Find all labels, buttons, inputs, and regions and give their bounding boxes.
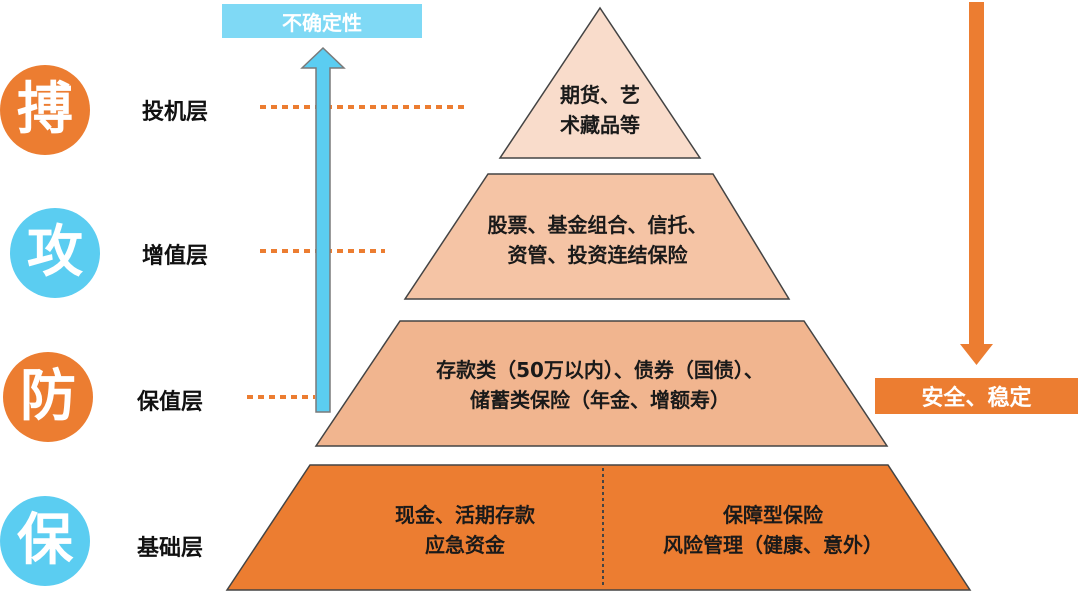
tier-speculation [498,6,702,159]
uncertainty-tag: 不确定性 [222,4,422,38]
tier-line: 储蓄类保险（年金、增额寿） [470,388,730,412]
uncertainty-arrow [300,46,346,413]
tier-text-preservation: 存款类（50万以内）、债券（国债）、 储蓄类保险（年金、增额寿） [340,355,860,415]
tier-line: 期货、艺 [560,83,640,107]
tier-line: 应急资金 [425,533,505,557]
tier-foundation [225,464,972,591]
glyph-speculation: 搏 [17,77,73,142]
layer-label-growth: 增值层 [142,244,209,269]
tier-text-speculation: 期货、艺 术藏品等 [500,80,700,140]
glyph-circle-speculation: 搏 [0,65,90,155]
layer-label-speculation: 投机层 [142,100,209,125]
tier-growth [403,173,791,300]
tier-line: 现金、活期存款 [395,503,535,527]
layer-label-foundation: 基础层 [137,536,204,561]
tier-text-foundation-left: 现金、活期存款 应急资金 [330,500,600,560]
glyph-circle-foundation: 保 [0,496,90,586]
tier-line: 股票、基金组合、信托、 [487,213,708,237]
tier-line: 术藏品等 [560,113,640,137]
glyph-circle-growth: 攻 [10,208,100,298]
glyph-preservation: 防 [20,364,76,429]
tier-line: 资管、投资连结保险 [507,243,688,267]
safety-arrow-head [960,344,993,365]
glyph-growth: 攻 [27,220,83,285]
tier-text-foundation-right: 保障型保险 风险管理（健康、意外） [608,500,938,560]
safety-tag: 安全、稳定 [875,378,1078,414]
safety-arrow-shaft [969,2,984,346]
tier-line: 保障型保险 [723,503,823,527]
tier-text-growth: 股票、基金组合、信托、 资管、投资连结保险 [420,210,775,270]
layer-label-preservation: 保值层 [137,390,204,415]
tier-preservation [314,320,889,447]
tier-line: 存款类（50万以内）、债券（国债）、 [436,358,764,382]
tier-line: 风险管理（健康、意外） [663,533,883,557]
glyph-circle-preservation: 防 [3,352,93,442]
glyph-foundation: 保 [17,508,73,573]
